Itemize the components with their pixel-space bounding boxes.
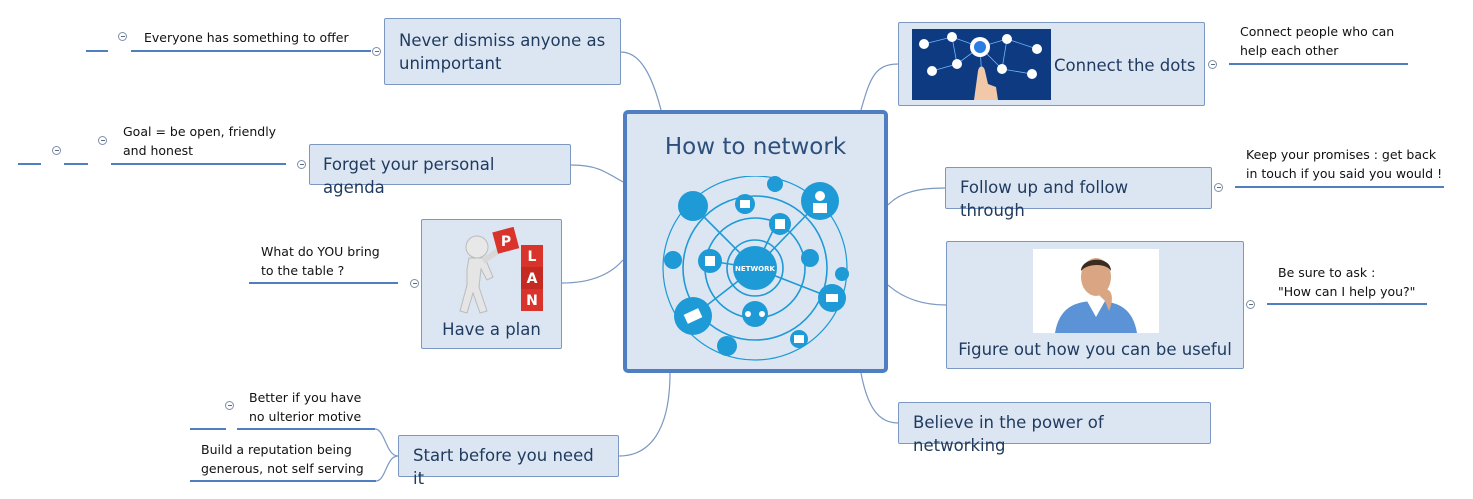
subtopic-reputation-line2: generous, not self serving bbox=[201, 461, 364, 476]
topic-connect-dots[interactable]: Connect the dots bbox=[898, 22, 1205, 106]
central-title: How to network bbox=[664, 134, 847, 160]
topic-forget-agenda[interactable]: Forget your personal agenda bbox=[309, 144, 571, 197]
subtopic-ask-line2: "How can I help you?" bbox=[1278, 284, 1416, 299]
topic-never-dismiss-line1: Never dismiss anyone as bbox=[399, 31, 606, 50]
collapse-icon[interactable] bbox=[1208, 60, 1217, 69]
plan-blocks-image: P L A N bbox=[459, 226, 543, 314]
subtopic-underline bbox=[1267, 303, 1427, 305]
topic-be-useful[interactable]: Figure out how you can be useful bbox=[946, 241, 1244, 369]
subtopic-ask: Be sure to ask : "How can I help you?" bbox=[1278, 263, 1415, 301]
subtopic-underline bbox=[1229, 63, 1408, 65]
people-network-icon bbox=[912, 29, 1051, 100]
topic-have-a-plan-label: Have a plan bbox=[442, 320, 541, 339]
topic-never-dismiss[interactable]: Never dismiss anyone as unimportant bbox=[384, 18, 621, 85]
collapse-icon[interactable] bbox=[52, 146, 61, 155]
topic-believe-label: Believe in the power of networking bbox=[913, 413, 1104, 455]
subtopic-underline bbox=[111, 163, 286, 165]
collapse-icon[interactable] bbox=[297, 160, 306, 169]
subtopic-ulterior-line1: Better if you have bbox=[249, 390, 362, 405]
topic-believe[interactable]: Believe in the power of networking bbox=[898, 402, 1211, 455]
collapse-icon[interactable] bbox=[372, 47, 381, 56]
subtopic-underline bbox=[1235, 186, 1444, 188]
collapse-icon[interactable] bbox=[225, 401, 234, 410]
topic-follow-up-label: Follow up and follow through bbox=[960, 178, 1129, 220]
collapse-icon[interactable] bbox=[410, 279, 419, 288]
subtopic-promises-line2: in touch if you said you would ! bbox=[1246, 166, 1443, 181]
topic-connect-dots-label: Connect the dots bbox=[1054, 56, 1196, 75]
link-useful bbox=[887, 284, 947, 306]
network-image-label: NETWORK bbox=[735, 265, 775, 273]
subtopic-underline bbox=[131, 50, 371, 52]
subtopic-ulterior: Better if you have no ulterior motive bbox=[249, 388, 361, 426]
subtopic-goal: Goal = be open, friendly and honest bbox=[123, 122, 276, 160]
subtopic-goal-line2: and honest bbox=[123, 143, 194, 158]
subtopic-everyone: Everyone has something to offer bbox=[144, 30, 349, 45]
topic-start-before[interactable]: Start before you need it bbox=[398, 435, 619, 488]
thinking-man-image bbox=[1033, 249, 1159, 333]
subtopic-connect-people: Connect people who can help each other bbox=[1240, 22, 1394, 60]
subtopic-underline bbox=[249, 282, 398, 284]
subtopic-promises: Keep your promises : get back in touch i… bbox=[1246, 145, 1442, 183]
subtopic-underline bbox=[190, 428, 226, 430]
subtopic-reputation-line1: Build a reputation being bbox=[201, 442, 352, 457]
plan-letter-a: A bbox=[527, 271, 538, 287]
topic-never-dismiss-line2: unimportant bbox=[399, 54, 502, 73]
subtopic-bring-line2: to the table ? bbox=[261, 263, 345, 278]
subtopic-underline bbox=[190, 480, 376, 482]
plan-letter-l: L bbox=[528, 249, 537, 265]
topic-have-a-plan[interactable]: P L A N Have a plan bbox=[421, 219, 562, 349]
collapse-icon[interactable] bbox=[1246, 300, 1255, 309]
topic-forget-agenda-label: Forget your personal agenda bbox=[323, 155, 495, 197]
link-dots bbox=[860, 63, 899, 111]
connect-dots-image bbox=[912, 29, 1051, 100]
topic-be-useful-label: Figure out how you can be useful bbox=[958, 340, 1232, 359]
link-plan bbox=[561, 259, 624, 284]
link-follow bbox=[887, 187, 946, 206]
subtopic-ask-line1: Be sure to ask : bbox=[1278, 265, 1376, 280]
collapse-icon[interactable] bbox=[118, 32, 127, 41]
link-dismiss bbox=[620, 51, 662, 111]
subtopic-underline bbox=[18, 163, 41, 165]
subtopic-underline bbox=[237, 428, 375, 430]
plan-letter-n: N bbox=[526, 293, 538, 309]
subtopic-connect-people-line1: Connect people who can bbox=[1240, 24, 1395, 39]
subtopic-ulterior-line2: no ulterior motive bbox=[249, 409, 362, 424]
link-start bbox=[618, 372, 671, 457]
link-believe bbox=[860, 372, 899, 424]
thinking-man-icon bbox=[1055, 258, 1137, 333]
subtopic-connect-people-line2: help each other bbox=[1240, 43, 1339, 58]
collapse-icon[interactable] bbox=[1214, 183, 1223, 192]
subtopic-bring-line1: What do YOU bring bbox=[261, 244, 380, 259]
subtopic-reputation: Build a reputation being generous, not s… bbox=[201, 440, 364, 478]
subtopic-bring: What do YOU bring to the table ? bbox=[261, 242, 380, 280]
network-diagram-image: NETWORK bbox=[662, 176, 849, 361]
topic-start-before-label: Start before you need it bbox=[413, 446, 594, 488]
collapse-icon[interactable] bbox=[98, 136, 107, 145]
link-agenda bbox=[570, 164, 624, 183]
topic-follow-up[interactable]: Follow up and follow through bbox=[945, 167, 1212, 220]
subtopic-goal-line1: Goal = be open, friendly bbox=[123, 124, 277, 139]
plan-letter-p: P bbox=[501, 234, 511, 250]
central-topic[interactable]: How to network bbox=[623, 110, 888, 373]
subtopic-underline bbox=[64, 163, 88, 165]
subtopic-underline bbox=[86, 50, 108, 52]
subtopic-promises-line1: Keep your promises : get back bbox=[1246, 147, 1437, 162]
